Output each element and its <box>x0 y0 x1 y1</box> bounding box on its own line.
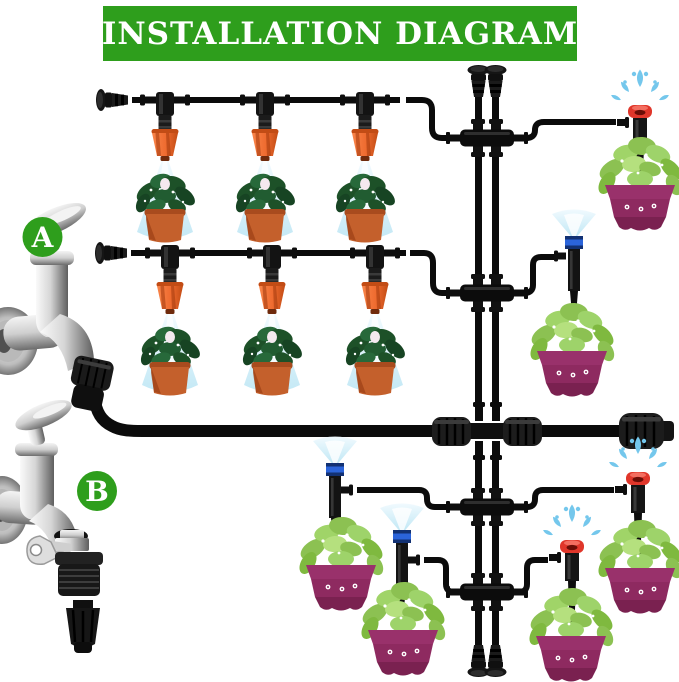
tee-junction <box>446 573 528 611</box>
orange-mist-nozzle-unit <box>343 245 409 396</box>
emitter-inlet-barb <box>341 484 353 496</box>
orange-mist-nozzle-unit <box>240 245 306 396</box>
plant-pot <box>594 135 679 231</box>
plant-pot <box>295 515 387 611</box>
vertical-pipes <box>475 96 499 648</box>
feed-tube-red-dripper-1 <box>513 487 614 510</box>
feed-tube-red-dripper-2 <box>513 557 548 595</box>
plant-pot <box>357 580 449 676</box>
feed-tube-blue-mister-1 <box>357 487 461 510</box>
orange-mist-nozzle-unit <box>333 92 399 243</box>
plant-pot <box>594 518 679 614</box>
end-plug <box>95 242 127 264</box>
hose-clamp <box>26 530 89 565</box>
hose-manifold <box>432 402 542 460</box>
threaded-adapter <box>55 552 103 596</box>
feed-tube-top-right-dripper <box>513 119 616 141</box>
tube-row-1-elbow <box>406 97 456 141</box>
hose-end-coupler <box>619 413 674 449</box>
tee-junction <box>446 274 528 312</box>
end-plug <box>484 65 507 97</box>
tee-junction <box>446 119 528 157</box>
orange-mist-nozzle-unit <box>133 92 199 243</box>
feed-tube-blue-emitter-1 <box>513 254 556 296</box>
plant-pot <box>526 301 618 397</box>
orange-mist-nozzle-unit <box>138 245 204 396</box>
hose-connector <box>66 600 100 653</box>
plant-pot <box>525 586 617 682</box>
tee-junction <box>446 488 528 526</box>
label-a: A <box>31 221 55 254</box>
label-b: B <box>85 475 109 508</box>
emitter-inlet-barb <box>554 250 566 262</box>
tube-row-2-elbow <box>410 250 456 296</box>
main-hose <box>88 395 434 437</box>
feed-tube-blue-mister-2 <box>424 557 461 595</box>
end-plug <box>484 645 507 677</box>
orange-mist-nozzle-unit <box>233 92 299 243</box>
label-b-badge: B <box>77 471 117 511</box>
page-title: INSTALLATION DIAGRAM <box>101 15 579 52</box>
end-plug <box>96 89 128 111</box>
emitter-inlet-barb <box>408 554 420 566</box>
label-a-badge: A <box>22 217 63 257</box>
faucet-b <box>0 399 103 653</box>
title-banner: INSTALLATION DIAGRAM <box>101 6 579 61</box>
